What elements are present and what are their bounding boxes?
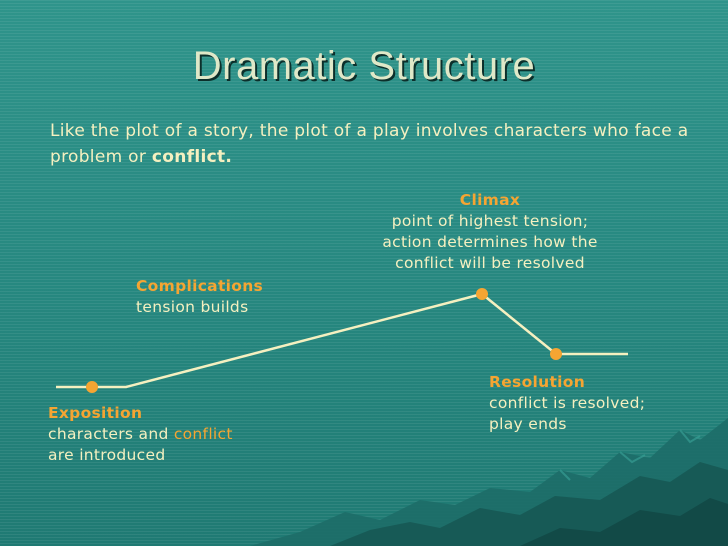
exposition-marker [86,381,98,393]
intro-sentence: Like the plot of a story, the plot of a … [50,121,689,167]
climax-line-3: conflict will be resolved [395,254,585,272]
page-title: Dramatic Structure [192,44,536,88]
intro-text: Like the plot of a story, the plot of a … [50,118,690,170]
intro-bold-word: conflict. [151,147,233,167]
climax-line-2: action determines how the [382,233,598,251]
complications-label: Complications tension builds [136,276,263,318]
climax-line-1: point of highest tension; [391,212,589,230]
exposition-label: Exposition characters and conflict are i… [48,403,233,466]
resolution-label: Resolution conflict is resolved; play en… [489,372,645,435]
resolution-line-1: conflict is resolved; [489,394,646,412]
exposition-conflict-word: conflict [173,425,233,443]
climax-label: Climax point of highest tension; action … [345,190,635,274]
complications-line-1: tension builds [136,298,249,316]
complications-heading: Complications [136,277,264,295]
exposition-line-1: characters and conflict [48,424,233,445]
exposition-line-1a: characters and [48,425,169,443]
climax-heading: Climax [459,191,521,209]
climax-marker [476,288,488,300]
exposition-heading: Exposition [48,404,143,422]
exposition-line-2: are introduced [48,446,166,464]
resolution-marker [550,348,562,360]
resolution-heading: Resolution [489,373,586,391]
resolution-line-2: play ends [489,415,567,433]
